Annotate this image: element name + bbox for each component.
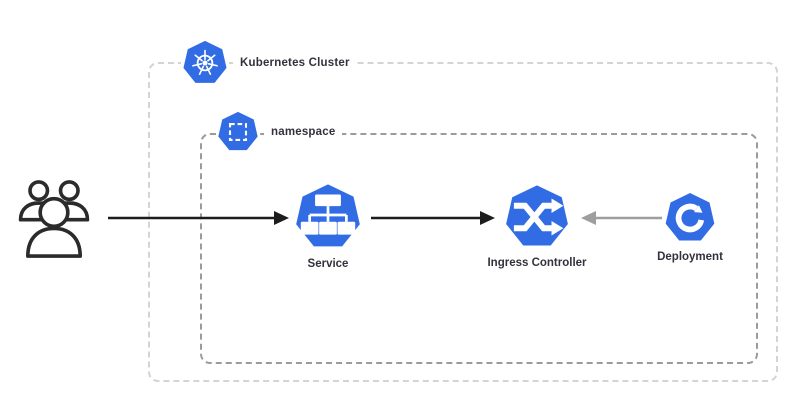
deployment-icon [664, 192, 716, 244]
node-ingress-controller: Ingress Controller [487, 184, 587, 269]
namespace-label: namespace [264, 124, 343, 140]
namespace-header: namespace [216, 110, 343, 154]
kubernetes-cluster-label: Kubernetes Cluster [233, 55, 357, 71]
kubernetes-cluster-header: Kubernetes Cluster [181, 39, 357, 87]
ingress-controller-icon [504, 184, 570, 250]
service-label: Service [307, 258, 349, 270]
users-icon [17, 179, 91, 259]
node-deployment: Deployment [657, 192, 723, 263]
ingress-controller-label: Ingress Controller [487, 257, 587, 269]
kubernetes-logo-icon [181, 39, 229, 87]
service-icon [294, 183, 362, 251]
namespace-boundary [200, 133, 758, 364]
kubernetes-cluster-boundary [148, 62, 778, 382]
deployment-label: Deployment [657, 251, 723, 263]
node-service: Service [294, 183, 362, 270]
namespace-icon [216, 110, 260, 154]
